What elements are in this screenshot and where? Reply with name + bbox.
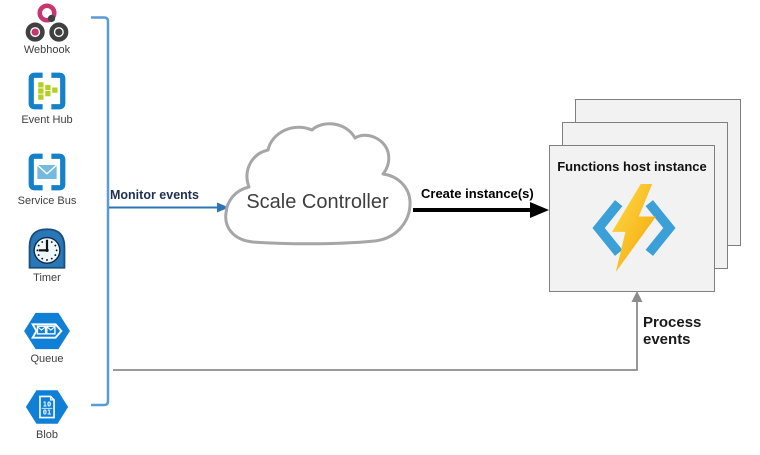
source-label: Event Hub	[21, 114, 73, 126]
scale-controller-cloud	[224, 122, 412, 246]
source-label: Blob	[35, 429, 59, 441]
source-label: Timer	[33, 272, 61, 284]
azure-functions-icon	[592, 184, 676, 272]
source-event-hub: Event Hub	[0, 69, 94, 126]
blob-icon: 10 01	[25, 390, 69, 424]
webhook-icon	[25, 3, 69, 42]
source-blob: 10 01 Blob	[0, 386, 94, 441]
source-label: Service Bus	[17, 195, 77, 207]
event-hub-icon	[28, 72, 66, 110]
service-bus-icon	[28, 153, 66, 191]
queue-icon	[24, 312, 70, 350]
source-label: Queue	[30, 353, 64, 365]
process-events-arrow	[113, 291, 643, 371]
create-instances-label: Create instance(s)	[421, 186, 534, 201]
source-timer: Timer	[0, 226, 94, 284]
monitor-events-label: Monitor events	[110, 188, 199, 202]
timer-icon	[28, 228, 66, 269]
source-service-bus: Service Bus	[0, 150, 94, 207]
source-label: Webhook	[23, 44, 71, 56]
process-events-label: Process events	[643, 314, 702, 348]
svg-text:10: 10	[43, 400, 51, 409]
scale-controller-label: Scale Controller	[246, 191, 389, 213]
source-webhook: Webhook	[0, 3, 94, 56]
source-queue: Queue	[0, 310, 94, 365]
host-instance-title: Functions host instance	[557, 159, 707, 174]
monitor-events-arrow	[109, 202, 229, 213]
sources-bracket	[91, 16, 110, 407]
host-instance-box-front: Functions host instance	[549, 145, 715, 292]
svg-text:01: 01	[43, 407, 51, 416]
create-instances-arrow	[413, 202, 549, 218]
